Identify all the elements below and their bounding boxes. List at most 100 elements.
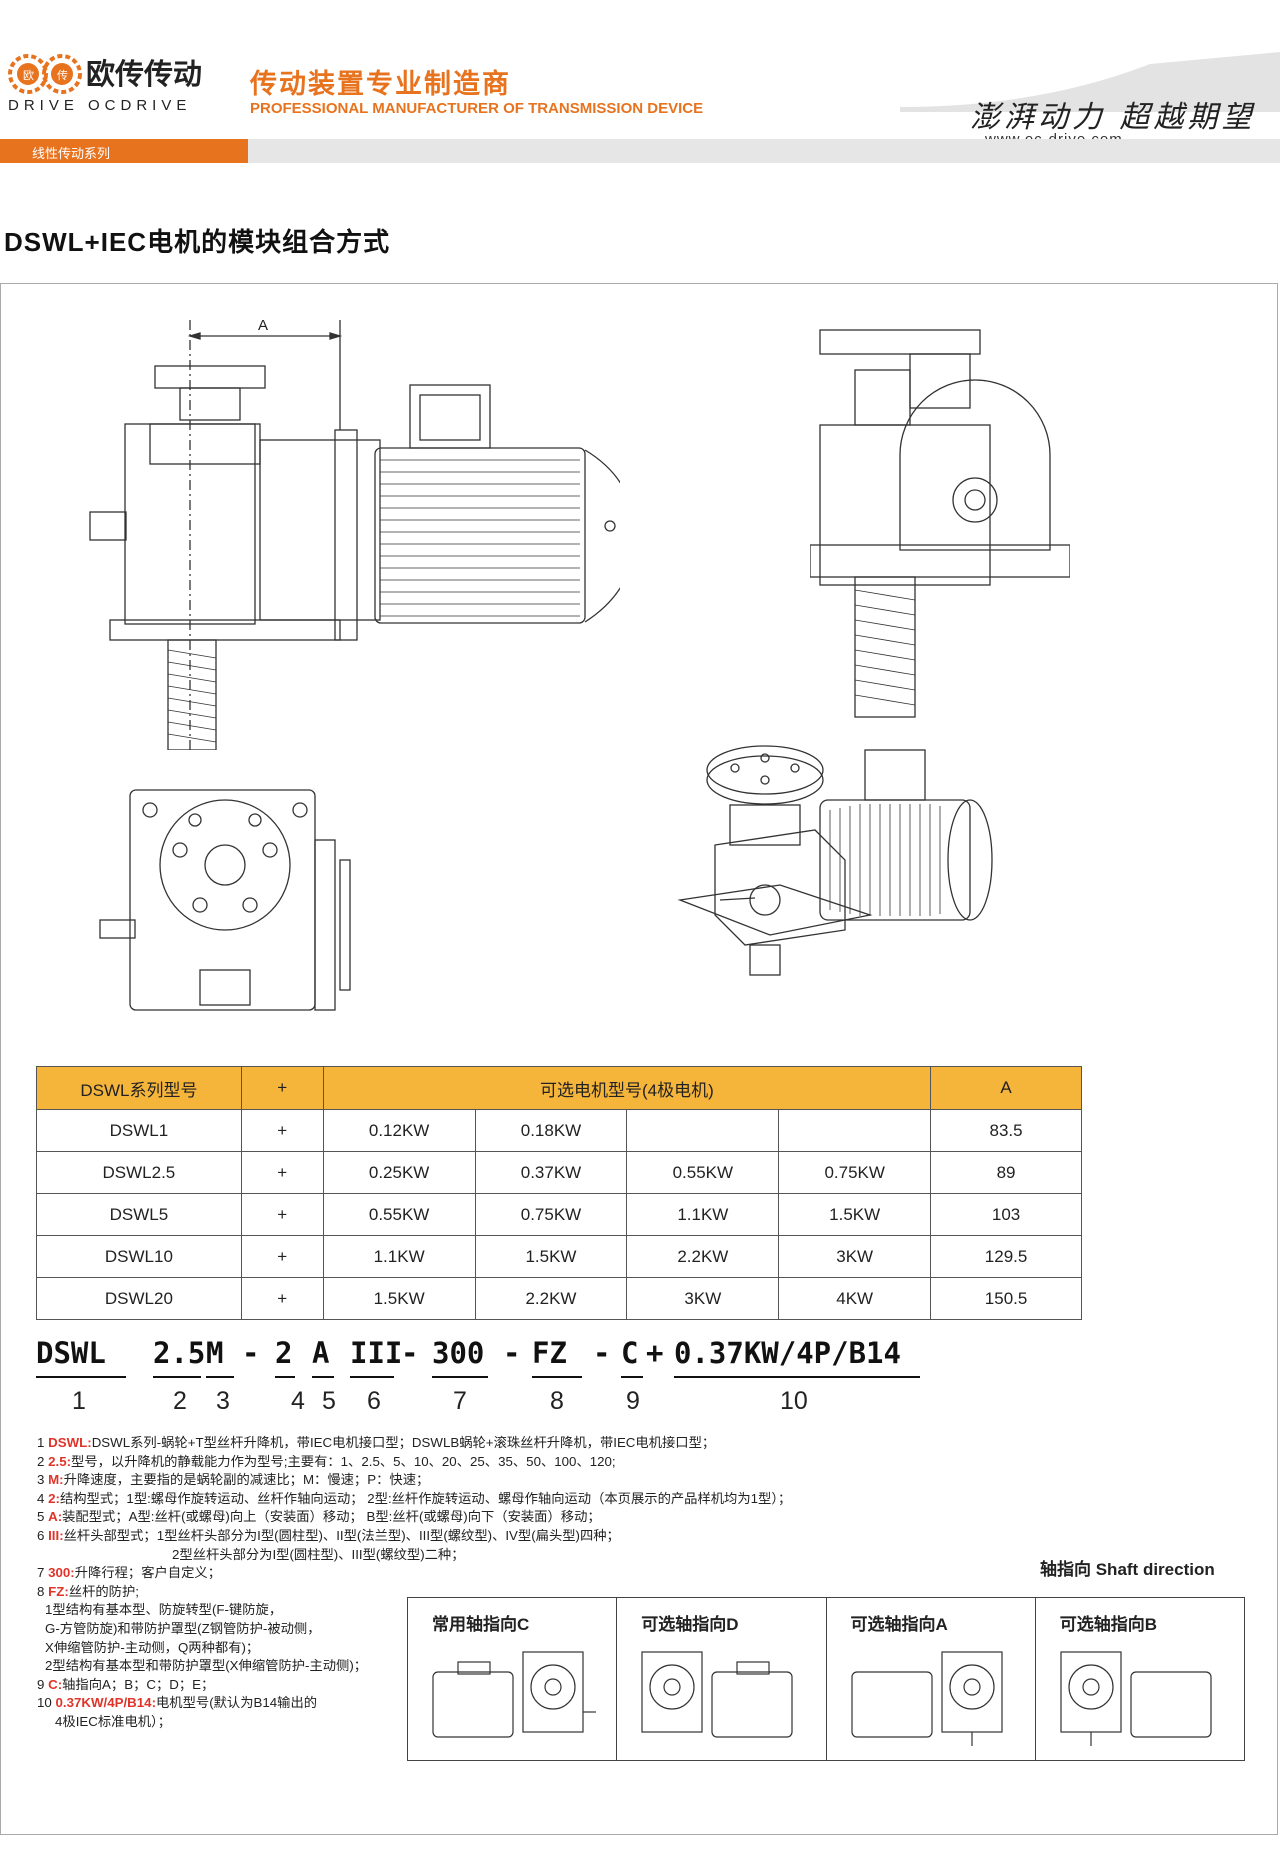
code-underline — [674, 1376, 920, 1378]
isometric-view-drawing — [677, 745, 993, 976]
model-code: DSWL 2.5 M - 2 A III - 300 - FZ - C + 0.… — [36, 1336, 936, 1426]
note-line: X伸缩管防护-主动侧，Q两种都有)； — [45, 1639, 260, 1655]
brand-tagline-cn: 传动装置专业制造商 — [250, 69, 511, 99]
motor-spec-table: DSWL系列型号 + 可选电机型号(4极电机) A DSWL1 + 0.12KW… — [36, 1066, 1082, 1320]
note-line: 10 0.37KW/4P/B14:电机型号(默认为B14输出的 — [37, 1695, 318, 1711]
note-line: 9 C:轴指向A；B；C；D；E； — [37, 1676, 215, 1692]
shaft-option-label: 可选轴指向B — [1059, 1615, 1158, 1634]
code-index: 3 — [216, 1387, 230, 1415]
shaft-option-label: 可选轴指向A — [850, 1615, 948, 1634]
code-underline — [275, 1376, 295, 1378]
code-segment: DSWL — [36, 1336, 106, 1370]
cell-a: 150.5 — [930, 1277, 1082, 1320]
code-index: 1 — [72, 1387, 86, 1415]
cell-motor: 0.18KW — [474, 1109, 628, 1152]
svg-text:欧: 欧 — [23, 69, 34, 82]
section-tag: 线性传动系列 — [0, 139, 248, 163]
slogan: 澎湃动力 超越期望 — [970, 100, 1256, 135]
cell-motor: 2.2KW — [474, 1277, 628, 1320]
cell-motor — [626, 1109, 780, 1152]
shaft-option-c: 常用轴指向C — [408, 1598, 618, 1760]
code-segment: + — [646, 1336, 664, 1370]
code-underline — [621, 1376, 643, 1378]
code-segment: FZ — [532, 1336, 567, 1370]
code-underline — [532, 1376, 582, 1378]
cell-motor: 1.1KW — [322, 1235, 476, 1278]
code-underline — [432, 1376, 488, 1378]
cell-motor — [778, 1109, 932, 1152]
code-segment: C — [621, 1336, 639, 1370]
note-line: 1型结构有基本型、防旋转型(F-键防旋， — [45, 1602, 283, 1618]
brand-tagline-en: PROFESSIONAL MANUFACTURER OF TRANSMISSIO… — [250, 100, 704, 117]
shaft-option-label: 可选轴指向D — [641, 1615, 739, 1634]
note-line: 7 300:升降行程；客户自定义； — [37, 1565, 221, 1581]
shaft-option-label: 常用轴指向C — [432, 1615, 530, 1634]
code-index: 7 — [453, 1387, 467, 1415]
note-line: 2型丝杆头部分为I型(圆柱型)、III型(螺纹型)二种； — [172, 1546, 465, 1562]
cell-model: DSWL20 — [36, 1277, 242, 1320]
shaft-diagram-c — [432, 1651, 596, 1738]
cell-motor: 2.2KW — [626, 1235, 780, 1278]
cell-a: 103 — [930, 1193, 1082, 1236]
cell-motor: 4KW — [778, 1277, 932, 1320]
header-a: A — [930, 1066, 1082, 1110]
header-model: DSWL系列型号 — [36, 1066, 242, 1110]
code-index: 5 — [322, 1387, 336, 1415]
code-index: 9 — [626, 1387, 640, 1415]
side-view-drawing — [810, 329, 1070, 718]
top-view-drawing — [99, 789, 351, 1011]
logo-cn-text: 欧传传动 — [86, 57, 202, 91]
logo-en-text: DRIVE OCDRIVE — [8, 97, 191, 114]
header-plus: + — [240, 1066, 324, 1110]
header-motor: 可选电机型号(4极电机) — [322, 1066, 932, 1110]
shaft-direction-panel: 常用轴指向C 可选轴指向D 可选轴指向A 可选轴指向B — [407, 1597, 1245, 1761]
cell-motor: 1.5KW — [322, 1277, 476, 1320]
note-line: 4 2:结构型式；1型:螺母作旋转运动、丝杆作轴向运动； 2型:丝杆作旋转运动、… — [37, 1490, 792, 1506]
code-index: 10 — [780, 1387, 808, 1415]
cell-plus: + — [240, 1235, 324, 1278]
code-segment: III — [350, 1336, 403, 1370]
cell-motor: 0.12KW — [322, 1109, 476, 1152]
note-line: 6 III:丝杆头部型式；1型丝杆头部分为I型(圆柱型)、II型(法兰型)、II… — [37, 1527, 620, 1543]
cell-motor: 0.75KW — [474, 1193, 628, 1236]
cell-motor: 3KW — [778, 1235, 932, 1278]
code-index: 4 — [291, 1387, 305, 1415]
shaft-diagram-a — [850, 1651, 1003, 1746]
note-line: 2 2.5:型号，以升降机的静载能力作为型号;主要有：1、2.5、5、10、20… — [37, 1453, 616, 1469]
shaft-diagram-d — [641, 1651, 793, 1738]
code-segment: M — [206, 1336, 224, 1370]
table-row: DSWL1 + 0.12KW 0.18KW 83.5 — [36, 1109, 1082, 1152]
code-underline — [350, 1376, 394, 1378]
cell-motor: 0.75KW — [778, 1151, 932, 1194]
code-segment: 2.5 — [153, 1336, 206, 1370]
cell-model: DSWL2.5 — [36, 1151, 242, 1194]
cell-plus: + — [240, 1109, 324, 1152]
note-line: 3 M:升降速度，主要指的是蜗轮副的减速比；M：慢速；P：快速； — [37, 1472, 430, 1488]
code-segment: A — [312, 1336, 330, 1370]
section-bar — [248, 139, 1280, 163]
code-segment: 300 — [432, 1336, 485, 1370]
company-logo: 欧 传 欧传传动 DRIVE OCDRIVE — [8, 54, 202, 114]
code-underline — [206, 1376, 234, 1378]
shaft-diagram-b — [1060, 1651, 1212, 1746]
cell-motor: 0.25KW — [322, 1151, 476, 1194]
code-segment: 2 — [275, 1336, 293, 1370]
cell-model: DSWL1 — [36, 1109, 242, 1152]
cell-a: 83.5 — [930, 1109, 1082, 1152]
note-line: 4极IEC标准电机）； — [55, 1713, 171, 1729]
shaft-option-a: 可选轴指向A — [827, 1598, 1036, 1760]
code-segment: - — [503, 1336, 521, 1370]
model-code-notes: 1 DSWL:DSWL系列-蜗轮+T型丝杆升降机，带IEC电机接口型；DSWLB… — [37, 1434, 857, 1732]
cell-plus: + — [240, 1193, 324, 1236]
table-row: DSWL2.5 + 0.25KW 0.37KW 0.55KW 0.75KW 89 — [36, 1151, 1082, 1194]
code-segment: 0.37KW/4P/B14 — [674, 1336, 901, 1370]
code-index: 8 — [550, 1387, 564, 1415]
svg-text:传: 传 — [57, 69, 68, 82]
cell-plus: + — [240, 1277, 324, 1320]
cell-model: DSWL5 — [36, 1193, 242, 1236]
cell-motor: 1.1KW — [626, 1193, 780, 1236]
code-index: 6 — [367, 1387, 381, 1415]
cell-motor: 0.55KW — [322, 1193, 476, 1236]
table-row: DSWL5 + 0.55KW 0.75KW 1.1KW 1.5KW 103 — [36, 1193, 1082, 1236]
cell-model: DSWL10 — [36, 1235, 242, 1278]
